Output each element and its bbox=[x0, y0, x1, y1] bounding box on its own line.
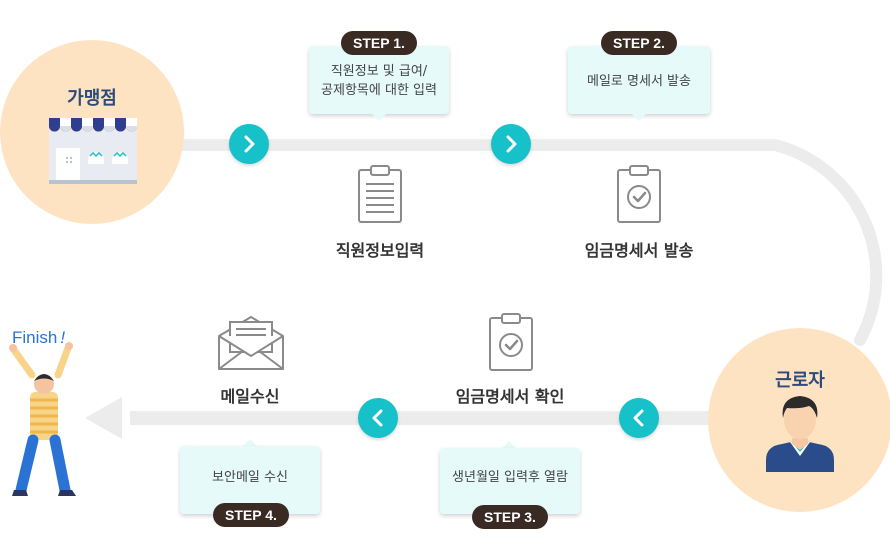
step-1-description: 직원정보 및 급여/ 공제항목에 대한 입력 bbox=[309, 46, 449, 114]
step-2-description: 메일로 명세서 발송 bbox=[568, 46, 710, 114]
next-arrow-button-1[interactable] bbox=[229, 124, 269, 164]
step-3-caption: 임금명세서 확인 bbox=[455, 387, 565, 406]
prev-arrow-button-2[interactable] bbox=[358, 398, 398, 438]
step-1-caption: 직원정보입력 bbox=[335, 241, 425, 260]
step-1-line-2: 공제항목에 대한 입력 bbox=[321, 83, 437, 98]
store-label: 가맹점 bbox=[67, 88, 117, 109]
clipboard-check-icon bbox=[617, 165, 661, 223]
worker-label: 근로자 bbox=[775, 370, 825, 391]
step-1-pointer bbox=[371, 113, 387, 121]
step-4-pointer bbox=[242, 439, 258, 447]
step-2-caption: 임금명세서 발송 bbox=[584, 241, 694, 260]
step-1-line-1: 직원정보 및 급여/ bbox=[330, 64, 428, 79]
step-4-caption: 메일수신 bbox=[220, 387, 280, 406]
step-3-pointer bbox=[501, 441, 517, 449]
finish-figure-icon bbox=[9, 342, 76, 496]
step-3-line-1: 생년월일 입력후 열람 bbox=[452, 470, 568, 485]
track-arrowhead bbox=[85, 397, 122, 439]
step-3-description: 생년월일 입력후 열람 bbox=[440, 448, 580, 514]
step-4-description: 보안메일 수신 bbox=[180, 446, 320, 514]
step-1-badge: STEP 1. bbox=[341, 31, 417, 55]
step-3-badge: STEP 3. bbox=[472, 505, 548, 529]
worker-avatar-icon bbox=[766, 396, 834, 472]
step-2-pointer bbox=[631, 113, 647, 121]
chevron-right-icon bbox=[244, 135, 255, 153]
step-4-line-1: 보안메일 수신 bbox=[212, 470, 288, 485]
step-4-badge: STEP 4. bbox=[213, 503, 289, 527]
finish-label: Finish! bbox=[12, 328, 65, 348]
finish-mark: ! bbox=[60, 328, 66, 347]
envelope-open-icon bbox=[218, 316, 284, 370]
clipboard-check-icon bbox=[489, 313, 533, 371]
store-icon bbox=[49, 118, 137, 184]
chevron-left-icon bbox=[372, 409, 383, 427]
next-arrow-button-2[interactable] bbox=[491, 124, 531, 164]
clipboard-list-icon bbox=[358, 165, 402, 223]
chevron-left-icon bbox=[633, 409, 644, 427]
prev-arrow-button-1[interactable] bbox=[619, 398, 659, 438]
step-2-badge: STEP 2. bbox=[601, 31, 677, 55]
step-2-line-1: 메일로 명세서 발송 bbox=[587, 74, 691, 89]
finish-text: Finish bbox=[12, 328, 58, 347]
chevron-right-icon bbox=[506, 135, 517, 153]
